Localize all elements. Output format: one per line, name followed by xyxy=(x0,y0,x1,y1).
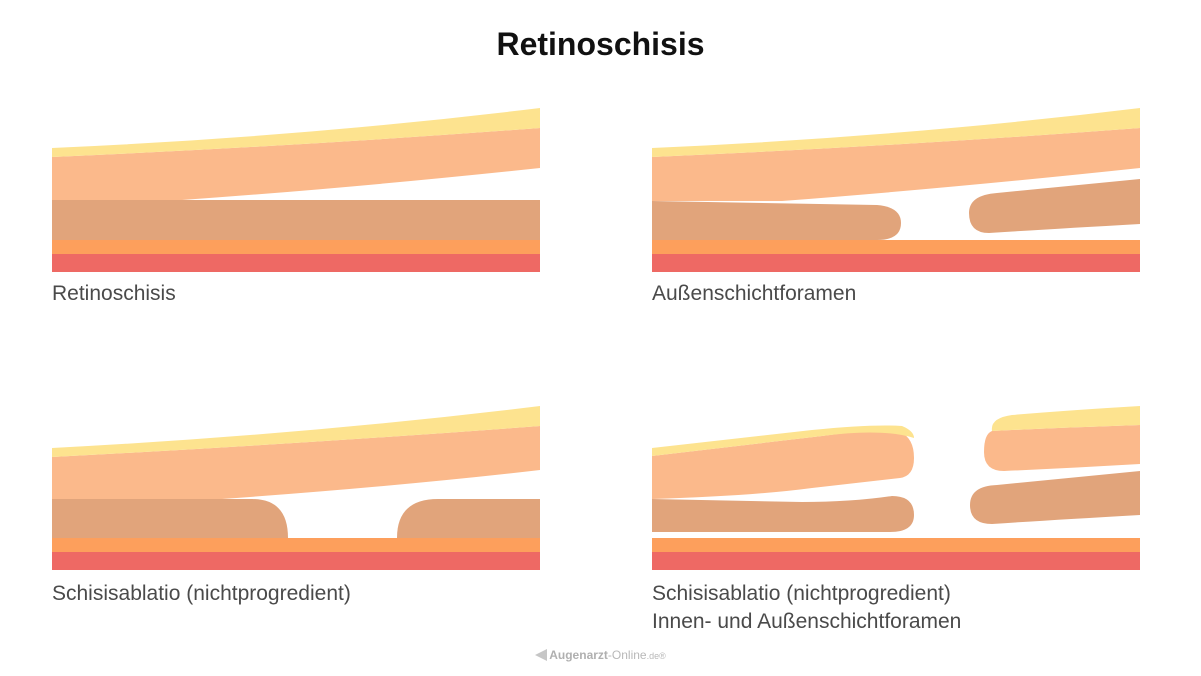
diagram-aussenschichtforamen xyxy=(652,100,1140,340)
nerve-fiber-left-segment xyxy=(652,425,914,456)
inner-retina-right-segment xyxy=(984,425,1140,471)
diagram-retinoschisis xyxy=(52,100,540,340)
inner-retina-left-segment xyxy=(652,430,914,499)
pigment-epithelium-layer xyxy=(52,240,540,254)
nerve-fiber-right-segment xyxy=(991,406,1140,431)
caption-line: Retinoschisis xyxy=(52,282,176,305)
choroid-layer xyxy=(652,254,1140,272)
choroid-layer xyxy=(652,552,1140,570)
caption-schisisablatio-foramen: Schisisablatio (nichtprogredient) Innen-… xyxy=(652,580,961,636)
page-title: Retinoschisis xyxy=(496,26,705,62)
nerve-fiber-layer xyxy=(652,108,1140,157)
outer-retina-left-segment xyxy=(652,496,914,532)
nerve-fiber-layer xyxy=(52,108,540,157)
pigment-epithelium-layer xyxy=(652,538,1140,552)
caption-aussenschichtforamen: Außenschichtforamen xyxy=(652,280,856,308)
inner-retina-layer xyxy=(52,426,540,499)
footer-suffix: -Online xyxy=(607,648,647,662)
caption-line: Außenschichtforamen xyxy=(652,282,857,305)
caption-line: Innen- und Außenschichtforamen xyxy=(652,610,962,633)
outer-retina-left-segment xyxy=(652,201,901,240)
retina-layers-illustration xyxy=(652,406,1140,570)
inner-retina-layer xyxy=(652,128,1140,201)
caption-line: Schisisablatio (nichtprogredient) xyxy=(52,582,351,605)
inner-retina-layer xyxy=(52,128,540,200)
outer-retina-left-segment xyxy=(52,499,288,538)
retina-layers-illustration xyxy=(652,108,1140,272)
caption-retinoschisis: Retinoschisis xyxy=(52,280,176,308)
pigment-epithelium-layer xyxy=(652,240,1140,254)
choroid-layer xyxy=(52,254,540,272)
retina-layers-illustration xyxy=(52,108,540,272)
outer-retina-layer xyxy=(52,200,540,240)
outer-retina-right-segment xyxy=(397,499,540,538)
diagram-schisisablatio-foramen xyxy=(652,398,1140,638)
caption-schisisablatio: Schisisablatio (nichtprogredient) xyxy=(52,580,351,608)
nerve-fiber-layer xyxy=(52,406,540,457)
eye-logo-icon xyxy=(535,649,548,661)
footer-tld: .de xyxy=(646,651,660,661)
choroid-layer xyxy=(52,552,540,570)
retina-layers-illustration xyxy=(52,406,540,570)
footer-watermark: Augenarzt-Online.de® xyxy=(0,648,1201,662)
caption-line: Schisisablatio (nichtprogredient) xyxy=(652,582,951,605)
pigment-epithelium-layer xyxy=(52,538,540,552)
diagram-schisisablatio xyxy=(52,398,540,638)
outer-retina-right-segment xyxy=(969,179,1140,233)
footer-registered-mark: ® xyxy=(659,651,666,661)
footer-brand: Augenarzt xyxy=(549,648,608,662)
outer-retina-right-segment xyxy=(970,471,1140,524)
